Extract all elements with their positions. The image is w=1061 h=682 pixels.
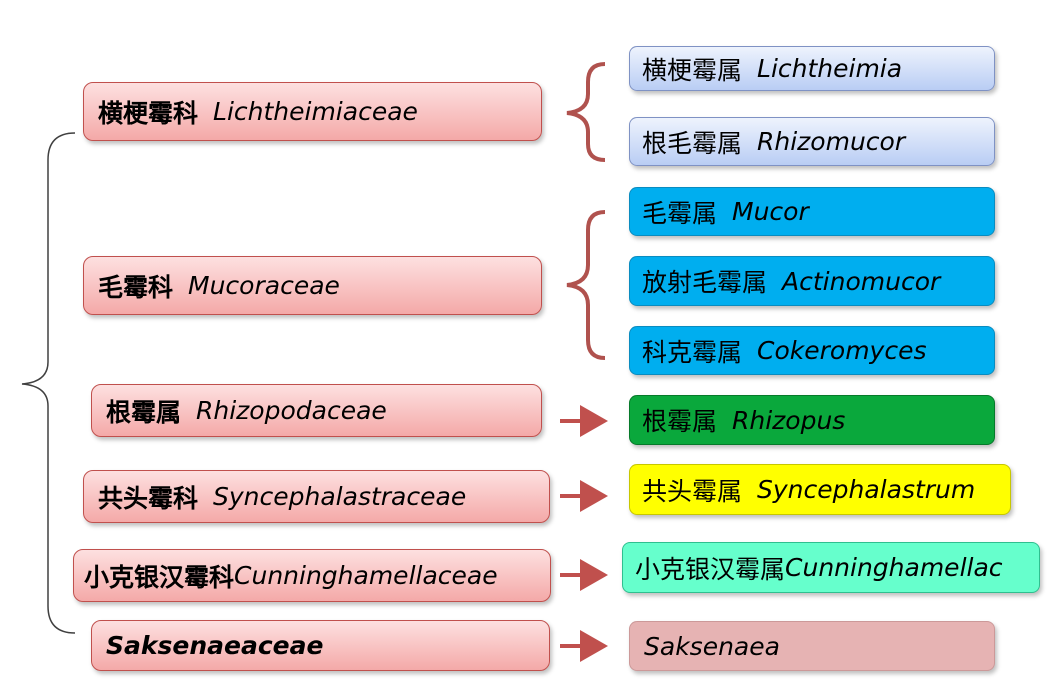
family-cn-name: 根霉属 [106,397,182,427]
genus-cn-name: 根毛霉属 [642,128,743,158]
genus-latin-name: Mucor [732,197,809,226]
brace-lichtheimiaceae [566,62,606,162]
genus-box-actinomucor: 放射毛霉属 Actinomucor [629,256,995,306]
genus-box-cokeromyces: 科克霉属 Cokeromyces [629,326,995,375]
brace-mucoraceae [566,210,606,360]
family-box-mucoraceae: 毛霉科 Mucoraceae [83,256,542,315]
genus-cn-name: 毛霉属 [642,198,718,228]
family-cn-name: 小克银汉霉科 [84,562,235,592]
genus-latin-name: Actinomucor [782,266,941,296]
family-box-rhizopodaceae: 根霉属 Rhizopodaceae [91,384,542,437]
family-latin-name: Rhizopodaceae [196,396,387,425]
family-latin-name: Cunninghamellaceae [234,561,498,590]
family-latin-name: Syncephalastraceae [213,482,467,511]
family-cn-name: 共头霉科 [98,483,199,513]
genus-latin-name: Rhizomucor [757,127,906,156]
genus-latin-name: Syncephalastrum [757,475,976,504]
genus-box-rhizopus: 根霉属 Rhizopus [629,395,995,445]
genus-latin-name: Rhizopus [732,405,846,435]
genus-cn-name: 横梗霉属 [642,55,743,85]
genus-box-lichtheimia: 横梗霉属 Lichtheimia [629,46,995,91]
genus-cn-name: 小克银汉霉属 [635,554,786,584]
genus-box-cunninghamella: 小克银汉霉属 Cunninghamellac [622,542,1040,593]
main-left-brace [21,132,76,634]
genus-box-mucor: 毛霉属 Mucor [629,187,995,236]
family-box-saksenaeaceae: Saksenaeaceae [91,620,550,671]
genus-cn-name: 放射毛霉属 [642,268,768,297]
family-latin-name: Lichtheimiaceae [213,97,418,126]
family-cn-name: 毛霉科 [98,272,174,302]
family-cn-name: 横梗霉科 [98,98,199,128]
genus-box-syncephalastrum: 共头霉属 Syncephalastrum [629,464,1011,515]
family-box-syncephalastraceae: 共头霉科 Syncephalastraceae [83,470,550,523]
family-latin-name: Saksenaeaceae [106,631,324,660]
genus-latin-name: Cunninghamellac [785,553,1003,582]
family-latin-name: Mucoraceae [188,271,340,300]
genus-box-saksenaea: Saksenaea [629,621,995,671]
genus-cn-name: 共头霉属 [642,476,743,506]
family-box-lichtheimiaceae: 横梗霉科 Lichtheimiaceae [83,82,542,141]
genus-latin-name: Cokeromyces [757,336,927,365]
genus-cn-name: 科克霉属 [642,337,743,367]
genus-box-rhizomucor: 根毛霉属 Rhizomucor [629,117,995,166]
genus-cn-name: 根霉属 [642,407,718,436]
genus-latin-name: Lichtheimia [757,54,903,83]
genus-latin-name: Saksenaea [644,631,780,661]
family-box-cunninghamellaceae: 小克银汉霉科 Cunninghamellaceae [73,549,551,602]
